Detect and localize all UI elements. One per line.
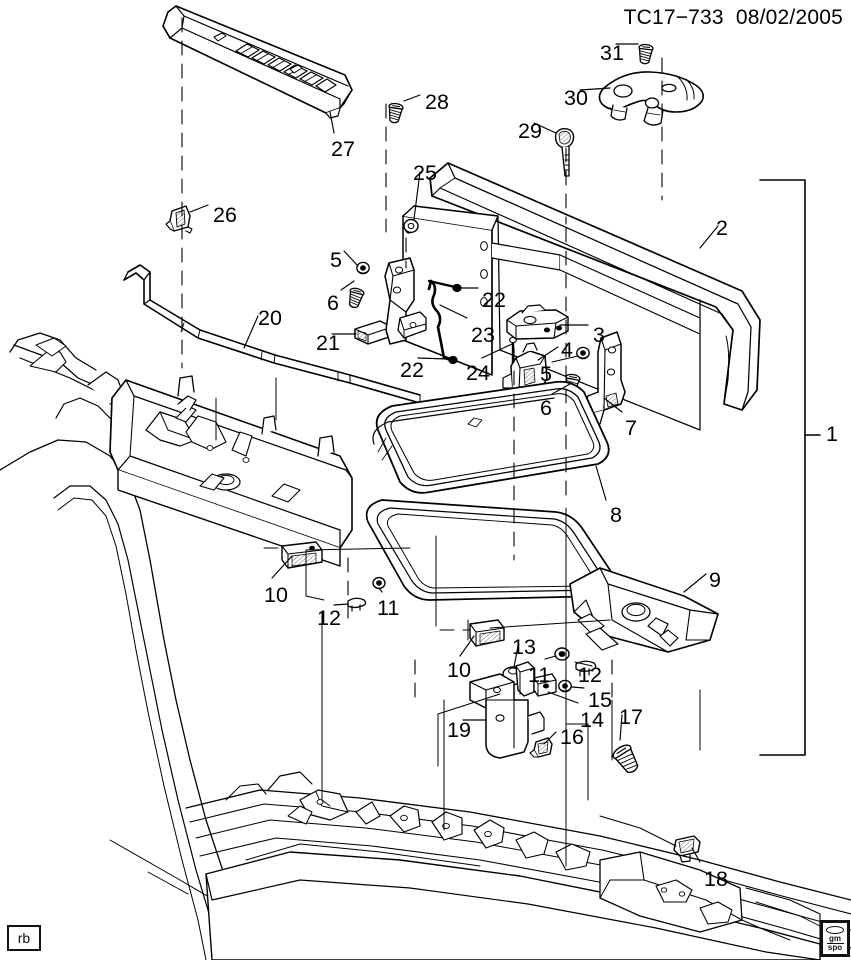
callout-22-lower: 22 (400, 358, 424, 382)
callout-16: 16 (560, 725, 584, 749)
part-5-nut-left (356, 261, 370, 275)
callout-26: 26 (213, 203, 237, 227)
callout-20: 20 (258, 306, 282, 330)
callout-30: 30 (564, 86, 588, 110)
part-25-bushing-pivot (403, 218, 419, 234)
revision-stamp-label: rb (17, 930, 31, 946)
callout-25: 25 (413, 161, 437, 185)
part-10-retainer-clip-left (281, 541, 323, 569)
callout-29: 29 (518, 119, 542, 143)
endgate-inner-panel (402, 205, 701, 431)
callout-27: 27 (331, 137, 355, 161)
part-30-latch-handle (598, 71, 704, 126)
part-26-clip-retainer (165, 205, 193, 234)
callout-22-upper: 22 (482, 288, 506, 312)
callout-5-upper: 5 (330, 248, 342, 272)
callout-21: 21 (316, 331, 340, 355)
part-9-lower-trim-panel (365, 499, 719, 653)
part-18-body-clip (673, 835, 701, 863)
callout-10-left: 10 (264, 583, 288, 607)
callout-28: 28 (425, 90, 449, 114)
callout-12-lower: 12 (578, 663, 602, 687)
callout-11-left: 11 (377, 596, 400, 620)
part-6-screw-left (345, 286, 366, 310)
callout-1: 1 (826, 422, 838, 446)
gm-logo-divider (826, 942, 844, 944)
part-19-hinge-plate (469, 673, 545, 759)
callout-2: 2 (716, 216, 728, 240)
part-15-nut-flange (558, 679, 572, 693)
callout-3: 3 (593, 323, 605, 347)
spo-logo-text: spo (827, 942, 843, 952)
part-11-grommet-lower (554, 647, 570, 661)
part-31-screw-handle (636, 43, 654, 66)
part-17-tapping-screw (612, 744, 639, 773)
callout-17: 17 (619, 705, 643, 729)
part-12-clip-left (347, 597, 367, 612)
callout-10-lower: 10 (447, 658, 471, 682)
callout-11-lower: 11 (528, 663, 551, 687)
part-22-pin-upper (427, 279, 462, 293)
callout-18: 18 (704, 867, 728, 891)
vehicle-rear-body-structure (185, 771, 851, 960)
part-3-latch-striker-plate (506, 304, 569, 340)
callout-6-upper: 6 (327, 291, 339, 315)
callout-24: 24 (466, 361, 490, 385)
callout-5-right: 5 (540, 362, 552, 386)
callout-7: 7 (625, 416, 637, 440)
callout-13: 13 (512, 635, 536, 659)
callout-15: 15 (588, 688, 612, 712)
part-21-support-bracket (354, 320, 393, 345)
callout-9: 9 (709, 568, 721, 592)
revision-stamp: rb (7, 925, 41, 951)
part-14-hinge-bracket (515, 661, 557, 697)
gm-spo-logo: gm spo (820, 920, 850, 957)
part-28-screw-trim (386, 102, 405, 125)
part-1-assembly-bracket (759, 179, 821, 756)
callout-14: 14 (580, 708, 604, 732)
part-8-window-weatherstrip-seal (372, 380, 610, 494)
gm-logo-oval-icon (826, 925, 844, 934)
latch-column-center (384, 257, 427, 345)
part-29-key (554, 127, 575, 177)
part-7-latch-bracket-right (575, 331, 626, 431)
callout-6-right: 6 (540, 396, 552, 420)
part-10-retainer-clip-lower (469, 619, 505, 647)
part-27-sill-trim-plate (162, 5, 353, 119)
callout-23: 23 (471, 323, 495, 347)
callout-4: 4 (561, 338, 573, 362)
part-5-nut-right (576, 346, 590, 360)
callout-12-left: 12 (317, 606, 341, 630)
part-2-upper-trim-rail (429, 162, 761, 411)
callout-31: 31 (600, 41, 624, 65)
gm-logo-text: gm (829, 933, 841, 943)
part-11-grommet-left (372, 576, 386, 590)
drawing-header: TC17−733 08/02/2005 (623, 6, 843, 29)
callout-8: 8 (610, 503, 622, 527)
endgate-inner-structure (109, 375, 353, 567)
callout-19: 19 (447, 718, 471, 742)
part-16-small-clip (529, 737, 553, 758)
